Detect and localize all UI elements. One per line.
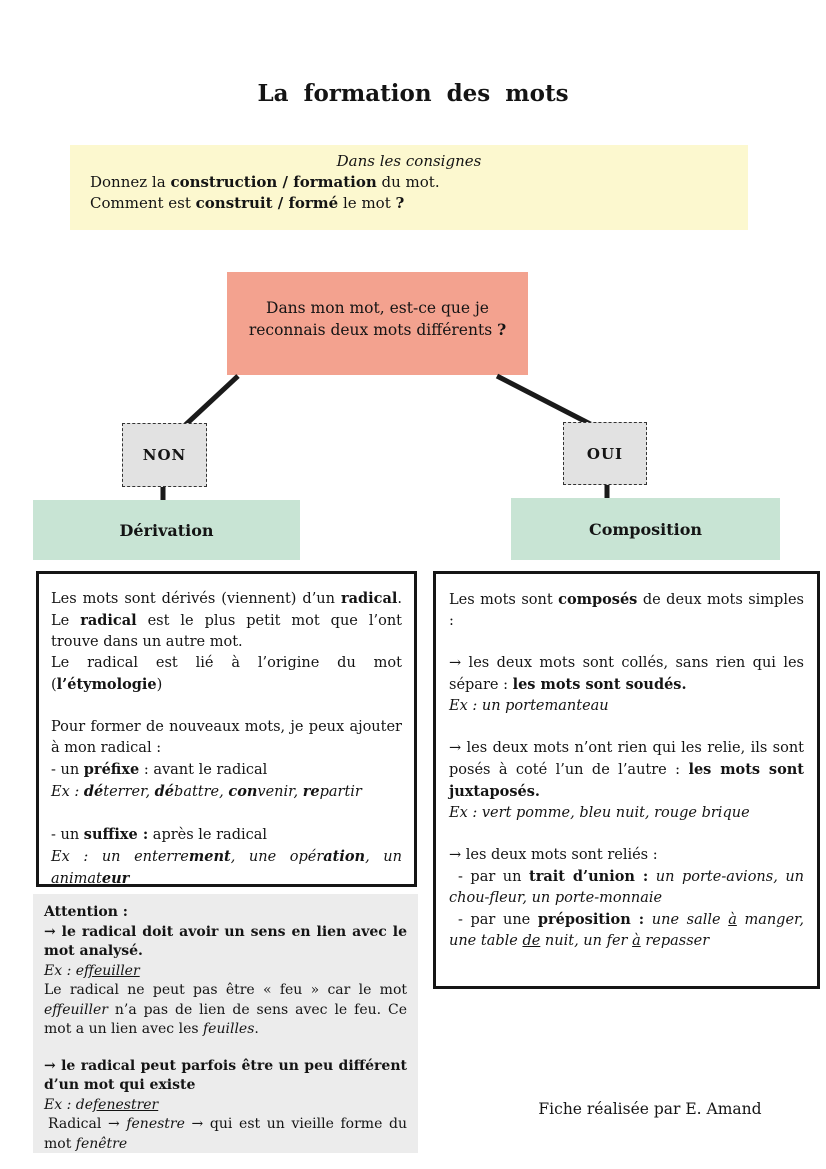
category-derivation-label: Dérivation [119, 520, 214, 540]
composition-paragraph: → les deux mots n’ont rien qui les relie… [449, 740, 804, 800]
decision-non-label: NON [142, 446, 187, 464]
attention-rule: → le radical doit avoir un sens en lien … [44, 923, 407, 960]
attention-example: Ex : effeuiller [44, 962, 140, 979]
attention-note-box: Attention : → le radical doit avoir un s… [33, 894, 418, 1153]
consignes-heading: Dans les consignes [336, 152, 482, 170]
attention-body: Radical → fenestre → qui est un vieille … [44, 1116, 407, 1152]
attention-body: Le radical ne peut pas être « feu » car … [44, 982, 407, 1037]
decision-box-non: NON [122, 423, 207, 487]
composition-example: Ex : un portemanteau [449, 698, 609, 714]
composition-paragraph: → les deux mots sont reliés : [449, 847, 658, 863]
composition-paragraph: - par un trait d’union : un porte-avions… [449, 868, 805, 906]
composition-paragraph: → les deux mots sont collés, sans rien q… [449, 655, 804, 693]
connector-line-oui [495, 373, 600, 431]
composition-paragraph: Les mots sont composés de deux mots simp… [449, 591, 804, 629]
consignes-line-1: Donnez la construction / formation du mo… [90, 173, 440, 191]
derivation-example: Ex : déterrer, débattre, convenir, repar… [51, 783, 362, 800]
attention-title: Attention : [44, 904, 128, 920]
derivation-info-box: Les mots sont dérivés (viennent) d’un ra… [36, 571, 417, 887]
decision-box-oui: OUI [563, 422, 647, 485]
decision-oui-label: OUI [586, 444, 624, 463]
consignes-box: Dans les consignes Donnez la constructio… [70, 145, 748, 230]
composition-paragraph: - par une préposition : une salle à mang… [449, 911, 804, 949]
derivation-example: Ex : un enterrement, une opération, un a… [51, 848, 402, 887]
question-box: Dans mon mot, est-ce que je reconnais de… [227, 272, 528, 375]
category-composition-label: Composition [588, 519, 703, 539]
question-line-2: reconnais deux mots différents ? [248, 320, 507, 339]
connector-line-non [179, 374, 240, 431]
category-bar-composition: Composition [511, 498, 780, 560]
question-line-1: Dans mon mot, est-ce que je [266, 299, 489, 317]
composition-example: Ex : vert pomme, bleu nuit, rouge brique [449, 805, 750, 821]
derivation-paragraph: Le radical est lié à l’origine du mot (l… [51, 655, 402, 693]
derivation-paragraph: Les mots sont dérivés (viennent) d’un ra… [51, 590, 402, 650]
attention-example: Ex : defenestrer [44, 1096, 159, 1113]
derivation-paragraph: Pour former de nouveaux mots, je peux aj… [51, 719, 402, 756]
footer-credit: Fiche réalisée par E. Amand [538, 1100, 762, 1118]
consignes-line-2: Comment est construit / formé le mot ? [90, 194, 405, 212]
derivation-paragraph: - un suffixe : après le radical [51, 826, 268, 843]
derivation-paragraph: - un préfixe : avant le radical [51, 761, 268, 778]
connector-lines [160, 373, 610, 502]
attention-rule: → le radical peut parfois être un peu di… [44, 1057, 407, 1094]
category-bar-derivation: Dérivation [33, 500, 300, 560]
composition-info-box: Les mots sont composés de deux mots simp… [433, 571, 820, 989]
page-title: La formation des mots [257, 80, 569, 107]
